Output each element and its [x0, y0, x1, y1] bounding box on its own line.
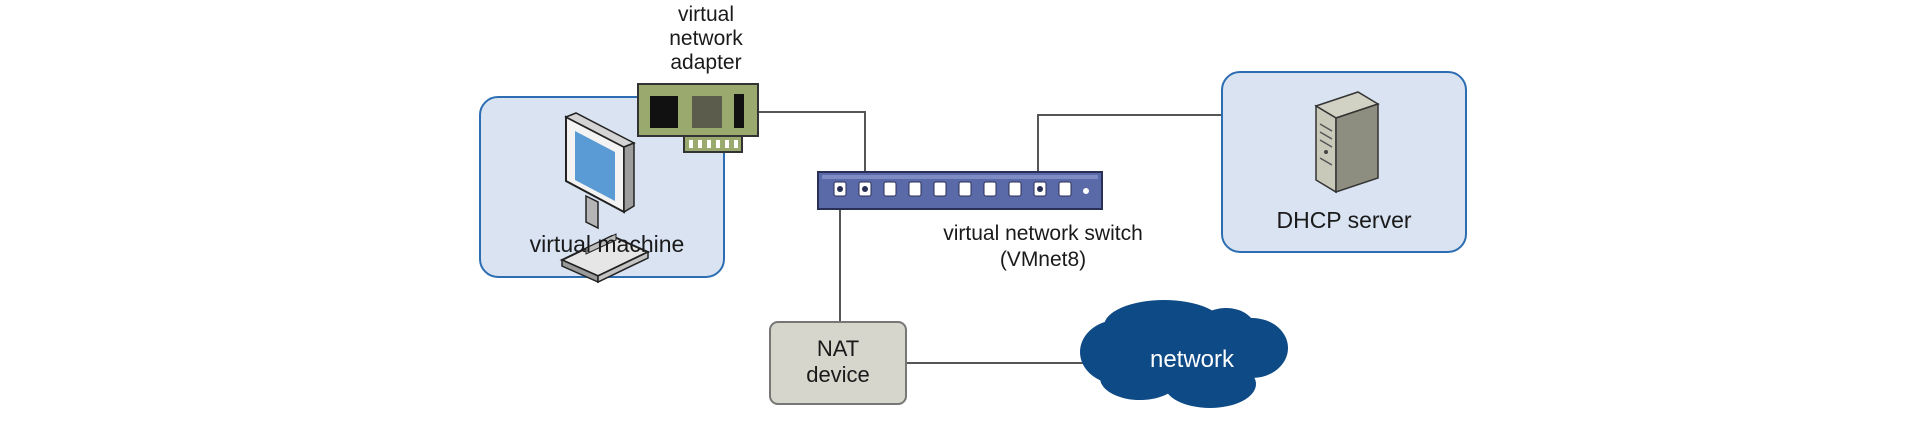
dhcp-server-label: DHCP server [1276, 207, 1411, 233]
line-adapter-to-switch [758, 111, 866, 188]
line-dhcp-to-switch [1037, 114, 1222, 188]
network-adapter-icon [637, 83, 759, 153]
nat-device-box: NAT device [769, 321, 907, 405]
network-switch-icon [817, 171, 1103, 210]
adapter-label-line2: network [669, 27, 743, 50]
computer-icon [559, 112, 651, 284]
nat-label-line1: NAT [817, 336, 859, 361]
connection-lines [758, 111, 1222, 364]
nat-label-line2: device [806, 362, 870, 387]
network-cloud: network [1080, 300, 1288, 408]
virtual-machine-box: virtual machine [479, 96, 725, 284]
switch-ports [833, 181, 1072, 197]
server-icon [1314, 91, 1380, 194]
network-label: network [1150, 346, 1235, 373]
adapter-label-line1: virtual [678, 3, 734, 26]
virtual-machine-label: virtual machine [530, 231, 685, 257]
adapter-label-line3: adapter [670, 51, 741, 74]
dhcp-server-box: DHCP server [1221, 71, 1467, 253]
switch-label-line2: (VMnet8) [1000, 248, 1086, 271]
switch-label-line1: virtual network switch [943, 222, 1143, 245]
